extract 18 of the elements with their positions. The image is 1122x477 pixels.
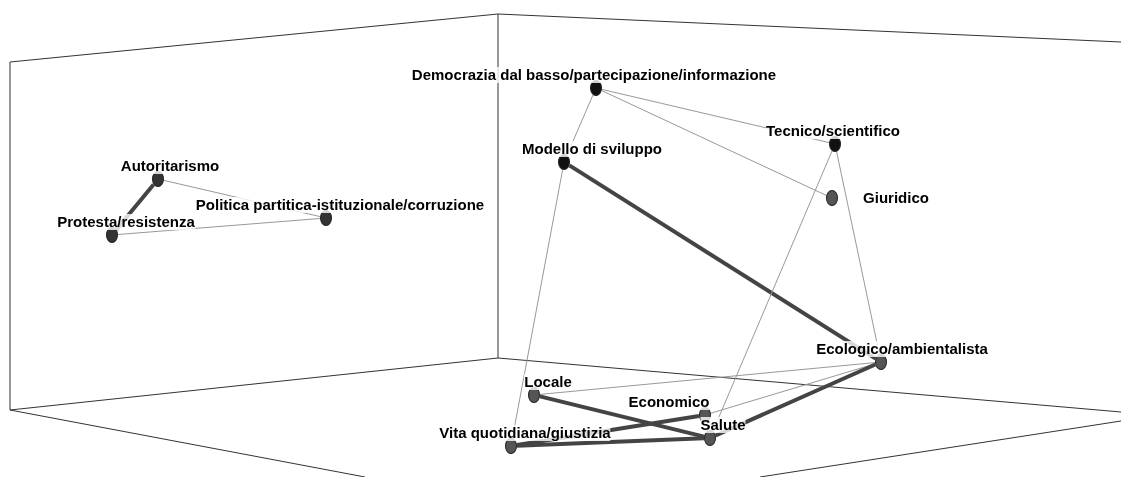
node-label: Politica partitica-istituzionale/corruzione bbox=[195, 197, 485, 213]
connector-line bbox=[539, 394, 705, 439]
connector-line bbox=[714, 362, 877, 438]
node-label: Modello di sviluppo bbox=[522, 141, 662, 157]
node-label: Tecnico/scientifico bbox=[766, 123, 900, 139]
node-label: Vita quotidiana/giustizia bbox=[439, 425, 611, 441]
connector-line bbox=[539, 362, 876, 395]
node-label: Locale bbox=[524, 374, 572, 390]
node-label: Autoritarismo bbox=[120, 158, 220, 174]
node-label: Ecologico/ambientalista bbox=[816, 341, 988, 357]
node-label: Democrazia dal basso/partecipazione/informazione bbox=[411, 67, 777, 83]
node-label: Economico bbox=[628, 394, 710, 410]
node-label: Salute bbox=[700, 417, 746, 433]
connector-line bbox=[117, 218, 321, 235]
connector-line bbox=[601, 90, 827, 196]
connector-line bbox=[516, 436, 705, 448]
node-label: Protesta/resistenza bbox=[57, 214, 195, 230]
node-label: Giuridico bbox=[863, 190, 929, 206]
